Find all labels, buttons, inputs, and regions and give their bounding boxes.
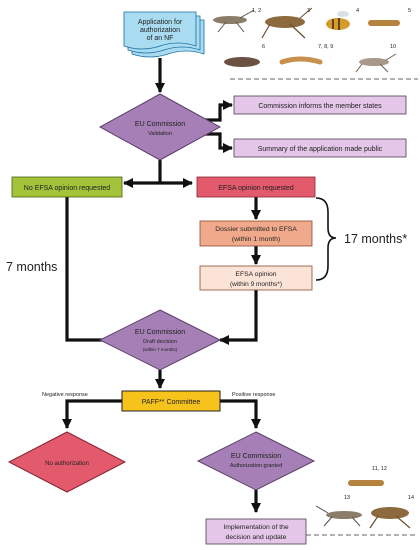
arrow-paff-to-no-authorization xyxy=(61,399,122,430)
eu-granted-title: EU Commission xyxy=(231,453,281,460)
eu-draft-diamond: EU Commission Draft decision (within 7 m… xyxy=(98,309,222,371)
eu-granted-sub: Authorization granted xyxy=(230,463,282,469)
insect-number-9: 13 xyxy=(344,495,350,501)
application-line-1: Application for xyxy=(138,19,183,26)
cricket-icon xyxy=(213,9,255,33)
eu-granted-diamond: EU Commission Authorization granted xyxy=(196,431,316,491)
efsa-requested-text: EFSA opinion requested xyxy=(218,185,294,192)
mealworm-icon xyxy=(368,20,400,26)
implementation-line-1: Implementation of the xyxy=(223,524,289,531)
insect-number-1: 1, 2 xyxy=(252,8,261,14)
dossier-line-2: (within 1 month) xyxy=(232,236,280,243)
efsa-opinion-box: EFSA opinion (within 9 months*) xyxy=(199,265,313,291)
insect-number-5: 6 xyxy=(262,44,265,50)
arrow-paff-to-granted xyxy=(220,399,262,430)
paff-text: PAFF** Committee xyxy=(142,399,201,406)
eu-validation-sub: Validation xyxy=(148,131,172,137)
cricket-icon-2 xyxy=(355,53,397,73)
eu-draft-sub2: (within 7 months) xyxy=(143,347,178,352)
application-line-3: of an NF xyxy=(147,35,174,42)
implementation-box: Implementation of the decision and updat… xyxy=(205,518,307,545)
insect-number-7: 10 xyxy=(390,44,396,50)
eu-draft-title: EU Commission xyxy=(135,329,185,336)
eu-validation-title: EU Commission xyxy=(135,121,185,128)
summary-public-text: Summary of the application made public xyxy=(258,146,383,153)
positive-response-label: Positive response xyxy=(232,392,275,398)
no-efsa-text: No EFSA opinion requested xyxy=(24,185,110,192)
efsa-opinion-line-1: EFSA opinion xyxy=(235,271,276,278)
bee-icon xyxy=(326,11,350,30)
insect-number-3: 4 xyxy=(356,8,359,14)
paff-box: PAFF** Committee xyxy=(121,390,221,412)
application-document: Application for authorization of an NF xyxy=(123,11,205,58)
efsa-requested-box: EFSA opinion requested xyxy=(196,176,316,198)
insect-number-6: 7, 8, 9 xyxy=(318,44,333,50)
dossier-line-1: Dossier submitted to EFSA xyxy=(215,226,297,233)
grasshopper-icon xyxy=(261,7,313,39)
eu-validation-diamond: EU Commission Validation xyxy=(98,93,222,161)
worm-icon xyxy=(279,56,323,65)
arrow-no-efsa-to-draft xyxy=(65,197,120,346)
cricket-icon-3 xyxy=(315,505,362,527)
commission-informs-text: Commission informs the member states xyxy=(258,103,382,110)
no-efsa-box: No EFSA opinion requested xyxy=(11,176,123,198)
seventeen-months-brace xyxy=(315,197,337,281)
larva-icon xyxy=(224,57,260,67)
insect-illustrations-top: 1, 2 3 4 5 6 7, 8, 9 10 xyxy=(213,7,411,73)
seven-months-label: 7 months xyxy=(6,260,57,274)
efsa-opinion-line-2: (within 9 months*) xyxy=(230,281,282,288)
insect-illustrations-bottom: 11, 12 13 14 xyxy=(315,466,414,529)
insect-number-10: 14 xyxy=(408,495,414,501)
grasshopper-icon-2 xyxy=(369,507,411,529)
summary-public-box: Summary of the application made public xyxy=(233,138,407,158)
insect-number-2: 3 xyxy=(307,8,310,14)
eu-draft-sub: Draft decision xyxy=(143,339,177,345)
insect-number-4: 5 xyxy=(408,8,411,14)
dossier-box: Dossier submitted to EFSA (within 1 mont… xyxy=(199,220,313,247)
negative-response-label: Negative response xyxy=(42,392,88,398)
arrow-opinion-to-draft xyxy=(218,290,258,346)
commission-informs-box: Commission informs the member states xyxy=(233,95,407,115)
insect-number-8: 11, 12 xyxy=(372,466,387,472)
seventeen-months-label: 17 months* xyxy=(344,232,407,246)
application-line-2: authorization xyxy=(140,27,180,34)
mealworm-icon-2 xyxy=(348,480,384,486)
implementation-line-2: decision and update xyxy=(226,534,287,541)
no-authorization-text: No authorization xyxy=(45,461,89,467)
no-authorization-diamond: No authorization xyxy=(7,431,127,493)
